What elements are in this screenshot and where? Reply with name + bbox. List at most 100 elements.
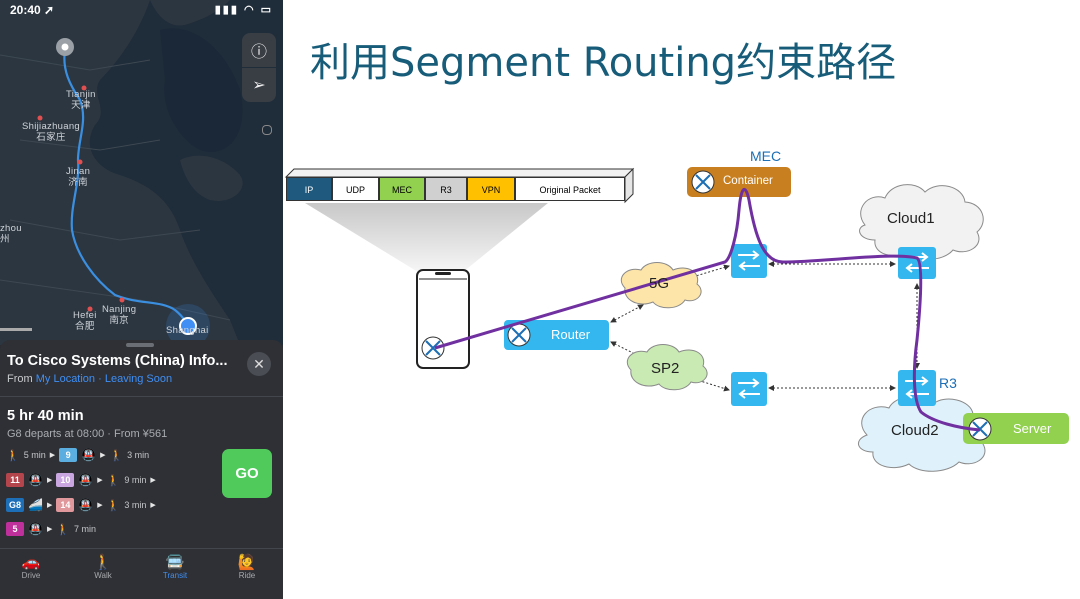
metro-icon: 🚇: [28, 473, 43, 487]
tab-ride[interactable]: 🙋 Ride: [217, 553, 277, 580]
status-icons: ▮▮▮ ◠ ▭: [214, 4, 273, 16]
server-label: Server: [1013, 421, 1052, 436]
sheet-grabber[interactable]: [126, 343, 154, 347]
net-sp2-label: SP2: [651, 360, 680, 377]
r3-label: R3: [939, 375, 957, 391]
slide: 利用Segment Routing约束路径: [283, 0, 1080, 599]
city-dot: [87, 306, 93, 312]
city-dot: [37, 115, 43, 121]
car-icon: 🚗: [21, 554, 41, 571]
walk-time: 7 min: [74, 524, 97, 534]
route-depart-info: G8 departs at 08:00 · From ¥561: [7, 428, 168, 440]
server-node: [963, 413, 1069, 444]
destination-title: To Cisco Systems (China) Info...: [7, 353, 228, 369]
city-name-zh: 南京: [109, 315, 129, 326]
road: [0, 279, 231, 321]
locate-icon[interactable]: ➢: [242, 68, 276, 102]
container-node: [687, 167, 791, 197]
packet-field-udp: UDP: [332, 177, 379, 201]
packet-bar-top: [284, 168, 635, 178]
slide-title: 利用Segment Routing约束路径: [310, 40, 897, 86]
arrow-icon: ▶: [97, 502, 103, 509]
arrow-icon: ▶: [46, 502, 53, 509]
cloud-sp2-shape: [626, 344, 708, 391]
city-name-zh: 济南: [68, 177, 88, 188]
switch-icon-r3: [898, 370, 936, 406]
router-label: Router: [551, 327, 591, 342]
packet-field-r3: R3: [425, 177, 467, 201]
route-row: 11 🚇 ▶ 10 🚇 ▶ 🚶 9 min ▶: [6, 471, 160, 489]
walk-time: 5 min: [23, 450, 46, 460]
tab-drive[interactable]: 🚗 Drive: [1, 553, 61, 580]
city-label-shijiazhuang: Shijiazhuang 石家庄: [22, 121, 80, 143]
cloud2-label: Cloud2: [891, 422, 939, 439]
tab-bar: 🚗 Drive 🚶 Walk 🚍 Transit 🙋 Ride: [0, 549, 283, 599]
router-node: [504, 320, 609, 350]
road: [9, 219, 201, 241]
tab-label: Walk: [94, 571, 112, 580]
switch-icon-2: [731, 372, 767, 406]
walk-icon: 🚶: [56, 523, 71, 536]
cloud1-shape: [859, 184, 984, 260]
city-name-zh: 天津: [71, 100, 91, 111]
leaving-soon-link[interactable]: Leaving Soon: [104, 373, 173, 385]
tab-label: Transit: [162, 571, 188, 580]
packet-field-vpn: VPN: [467, 177, 515, 201]
metro-icon: 🚇: [78, 498, 94, 512]
line-badge: 9: [59, 448, 78, 462]
go-button[interactable]: GO: [222, 449, 272, 498]
walk-time: 3 min: [124, 500, 147, 510]
metro-icon: 🚇: [78, 473, 94, 487]
city-dot: [119, 297, 125, 303]
city-name-en: Nanjing: [102, 304, 137, 315]
status-bar: 20:40 ➚ ▮▮▮ ◠ ▭: [0, 2, 283, 18]
arrow-icon: ▶: [46, 477, 53, 484]
info-icon[interactable]: ⓘ: [242, 33, 276, 67]
line-badge: G8: [6, 498, 24, 512]
map-view[interactable]: 20:40 ➚ ▮▮▮ ◠ ▭ ⓘ ➢ Tianjin 天津 Shijiazhu…: [0, 0, 283, 345]
peninsula: [180, 155, 243, 201]
city-label-zhou: zhou 州: [0, 223, 22, 245]
tab-transit[interactable]: 🚍 Transit: [145, 553, 205, 580]
arrow-icon: ▶: [46, 526, 53, 533]
router-icon-phone: [421, 336, 445, 360]
divider: [0, 396, 283, 397]
walk-time: 3 min: [127, 450, 150, 460]
walk-icon: 🚶: [109, 449, 124, 462]
cloud1-label: Cloud1: [887, 210, 935, 227]
sr-path: [434, 187, 981, 432]
walk-icon: 🚶: [93, 554, 113, 571]
land-mass: [0, 0, 240, 345]
city-label-hefei: Hefei 合肥: [73, 310, 97, 332]
city-name-en: zhou: [0, 223, 22, 234]
line-badge: 10: [56, 473, 75, 487]
city-name-en: Shanghai: [166, 325, 209, 336]
packet-bar-side: [624, 167, 634, 204]
line-badge: 11: [6, 473, 24, 487]
from-location-link[interactable]: My Location: [35, 373, 96, 385]
ride-icon: 🙋: [237, 554, 257, 571]
map-canvas: [0, 0, 243, 345]
walk-icon: 🚶: [6, 449, 20, 462]
compass-icon[interactable]: [262, 125, 272, 135]
coast-sea: [160, 28, 243, 152]
link-sp2-sw2: [690, 376, 730, 392]
city-label-jinan: Jinan 济南: [66, 166, 90, 188]
road: [0, 54, 151, 71]
tab-walk[interactable]: 🚶 Walk: [73, 553, 133, 580]
arrow-icon: ▶: [97, 477, 103, 484]
arrow-icon: ▶: [150, 477, 156, 484]
city-name-en: Shijiazhuang: [22, 121, 81, 132]
router-icon-container: [691, 170, 715, 194]
packet-field-ip: IP: [286, 177, 332, 201]
arrow-icon: ▶: [49, 452, 56, 459]
tab-label: Ride: [238, 571, 256, 580]
status-time: 20:40 ➚: [10, 3, 55, 17]
scale-bar: [0, 328, 32, 331]
close-icon[interactable]: ✕: [247, 352, 271, 376]
road: [19, 139, 161, 151]
packet-field-mec: MEC: [379, 177, 425, 201]
phone-screen: 20:40 ➚ ▮▮▮ ◠ ▭ ⓘ ➢ Tianjin 天津 Shijiazhu…: [0, 0, 283, 599]
city-dot: [81, 85, 87, 91]
route-row: G8 🚄 ▶ 14 🚇 ▶ 🚶 3 min ▶: [6, 496, 160, 514]
